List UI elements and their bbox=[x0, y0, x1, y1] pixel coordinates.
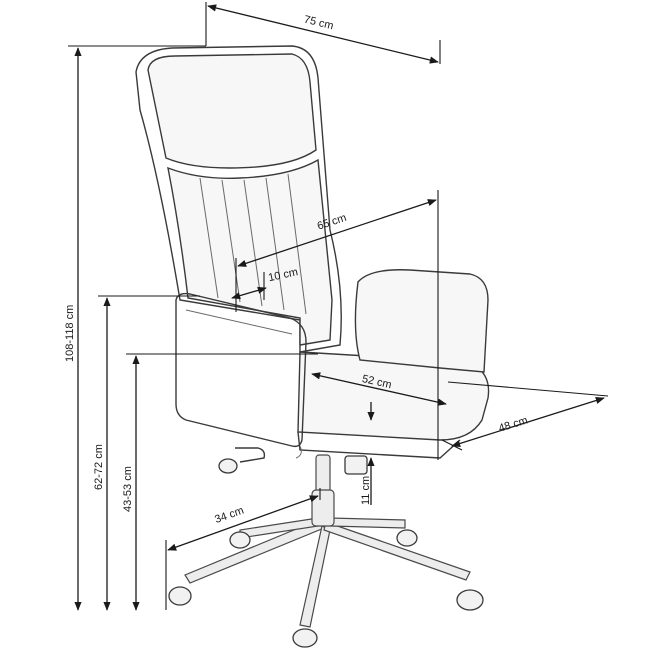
dimension-total-height-label: 108-118 cm bbox=[64, 305, 76, 362]
office-chair-illustration bbox=[135, 45, 490, 648]
height-lever bbox=[218, 447, 368, 475]
dimension-seat-depth: 52 cm bbox=[311, 372, 447, 406]
dimension-seat-thickness-label: 11 cm bbox=[360, 476, 372, 505]
dimension-seat-height-label: 43-53 cm bbox=[122, 466, 134, 512]
dimension-armrest-height: 62-72 cm bbox=[93, 295, 200, 611]
dimension-width-label: 75 cm bbox=[303, 14, 335, 33]
dimension-total-height: 108-118 cm bbox=[64, 45, 90, 611]
dimension-seat-thickness: 11 cm bbox=[360, 402, 375, 505]
dimension-depth-label: 48 cm bbox=[497, 414, 529, 434]
dimension-armrest-height-label: 62-72 cm bbox=[93, 444, 105, 490]
dimension-seat-height: 43-53 cm bbox=[122, 353, 318, 611]
chair-armrest-right bbox=[354, 269, 489, 373]
chair-armrest-left bbox=[175, 292, 307, 459]
dimension-base-radius-label: 34 cm bbox=[213, 505, 245, 526]
chair-base bbox=[168, 454, 484, 648]
